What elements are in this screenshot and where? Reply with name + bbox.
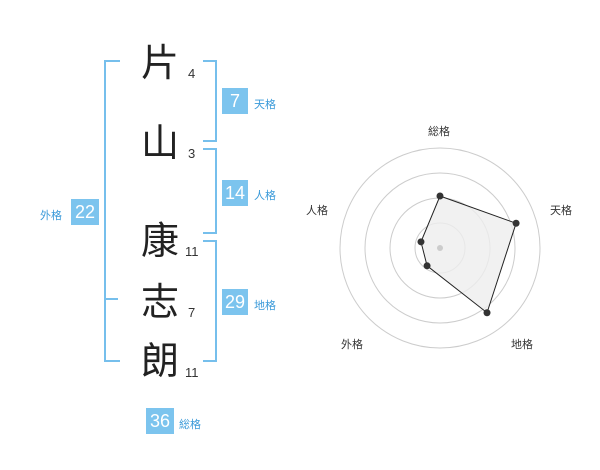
jinkaku-label: 人格 xyxy=(254,189,276,202)
radar-axis-label-chikaku: 地格 xyxy=(511,338,533,351)
stroke-count-3: 11 xyxy=(185,244,199,259)
radar-axis-label-tenkaku: 天格 xyxy=(550,204,572,217)
name-char-3: 康 xyxy=(141,219,180,263)
radar-point-1 xyxy=(436,192,444,200)
radar-point-4 xyxy=(423,262,431,270)
tenkaku-bracket xyxy=(203,60,217,142)
name-char-4: 志 xyxy=(141,280,180,324)
jinkaku-bracket xyxy=(203,148,217,234)
radar-axis-label-soukaku: 総格 xyxy=(428,125,450,138)
name-char-5: 朗 xyxy=(141,339,180,383)
chikaku-value: 29 xyxy=(222,289,248,315)
gaikaku-bracket-mid xyxy=(104,298,118,300)
radar-point-3 xyxy=(483,309,491,317)
radar-ring-3 xyxy=(364,172,516,324)
gaikaku-bracket xyxy=(104,60,120,362)
chikaku-bracket xyxy=(203,240,217,362)
gaikaku-value: 22 xyxy=(71,199,99,225)
radar-ring-4 xyxy=(339,147,541,349)
stroke-count-4: 7 xyxy=(188,305,196,320)
radar-point-2 xyxy=(512,219,520,227)
soukaku-label: 総格 xyxy=(179,418,201,431)
radar-axis-label-gaikaku: 外格 xyxy=(341,338,363,351)
jinkaku-value: 14 xyxy=(222,180,248,206)
gaikaku-label: 外格 xyxy=(40,209,62,222)
name-char-1: 片 xyxy=(141,41,180,85)
tenkaku-value: 7 xyxy=(222,88,248,114)
stroke-count-2: 3 xyxy=(188,146,196,161)
radar-axis-label-jinkaku: 人格 xyxy=(306,204,328,217)
radar-center xyxy=(437,245,443,251)
soukaku-value: 36 xyxy=(146,408,174,434)
tenkaku-label: 天格 xyxy=(254,98,276,111)
chikaku-label: 地格 xyxy=(254,299,276,312)
stroke-count-1: 4 xyxy=(188,66,196,81)
radar-point-5 xyxy=(417,238,425,246)
name-char-2: 山 xyxy=(141,121,180,165)
stroke-count-5: 11 xyxy=(185,365,199,380)
radar-polygon xyxy=(420,195,517,314)
